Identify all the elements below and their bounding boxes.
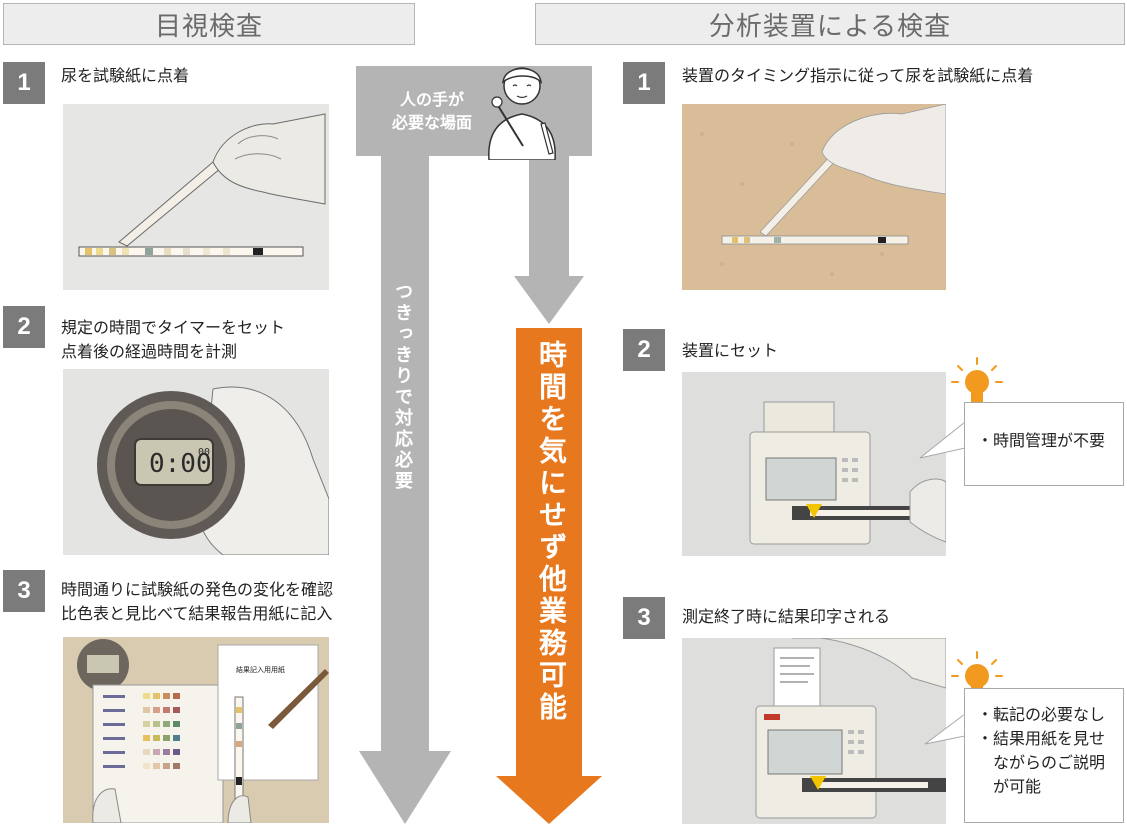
left-step-3-text: 時間通りに試験紙の発色の変化を確認 比色表と見比べて結果報告用紙に記入	[61, 578, 333, 626]
left-step-3-line-2: 比色表と見比べて結果報告用紙に記入	[61, 604, 333, 623]
report-form-title: 結果記入用用紙	[236, 666, 285, 674]
strip-on-sand-illustration	[682, 104, 946, 290]
left-step-2-line-2: 点着後の経過時間を計測	[61, 342, 238, 361]
left-photo-color-chart: 結果記入用用紙	[63, 637, 329, 823]
gray-arrow-text: つきっきりで対応必要	[392, 282, 413, 492]
left-step-3-line-1: 時間通りに試験紙の発色の変化を確認	[61, 580, 334, 599]
human-needed-line-2: 必要な場面	[391, 113, 472, 132]
right-header: 分析装置による検査	[535, 3, 1125, 45]
color-chart-illustration	[77, 639, 329, 823]
human-needed-line-1: 人の手が	[399, 90, 464, 109]
left-step-2-number: 2	[3, 306, 45, 348]
right-photo-analyzer-set	[682, 372, 946, 556]
left-step-1-line-1: 尿を試験紙に点着	[61, 66, 190, 85]
callout-3-line-3: ながらのご説明	[977, 753, 1106, 772]
left-photo-strip-dropping	[63, 104, 329, 290]
callout-time-management: ・時間管理が不要	[964, 402, 1124, 486]
orange-arrow-text: 時間を気にせず他業務可能	[535, 340, 568, 724]
right-step-2-line-1: 装置にセット	[682, 341, 779, 360]
right-photo-strip-dropping	[682, 104, 946, 290]
left-step-1-number: 1	[3, 62, 45, 104]
callout-no-transcription: ・転記の必要なし ・結果用紙を見せ ながらのご説明 が可能	[964, 688, 1124, 823]
callout-3-line-1: ・転記の必要なし	[977, 705, 1106, 724]
left-step-2-text: 規定の時間でタイマーをセット 点着後の経過時間を計測	[61, 316, 285, 364]
stopwatch-illustration	[97, 386, 329, 555]
analyzer-print-illustration	[682, 638, 946, 824]
right-step-3-text: 測定終了時に結果印字される	[682, 605, 890, 629]
right-step-3-line-1: 測定終了時に結果印字される	[682, 607, 891, 626]
right-step-1-text: 装置のタイミング指示に従って尿を試験紙に点着	[682, 64, 1033, 88]
right-photo-analyzer-print	[682, 638, 946, 824]
left-photo-stopwatch: 0:00 00	[63, 369, 329, 555]
callout-3-line-4: が可能	[977, 777, 1042, 796]
callout-2-line-1: ・時間管理が不要	[977, 431, 1106, 450]
right-step-1-line-1: 装置のタイミング指示に従って尿を試験紙に点着	[682, 66, 1034, 85]
left-step-2-line-1: 規定の時間でタイマーをセット	[61, 318, 286, 337]
timer-display: 0:00	[149, 449, 212, 479]
analyzer-illustration	[682, 372, 946, 556]
orange-arrow-shaft	[516, 328, 582, 778]
gray-arrow-head	[359, 751, 451, 824]
right-step-3-number: 3	[623, 597, 665, 639]
timer-small-digits: 00	[198, 447, 211, 458]
left-step-1-text: 尿を試験紙に点着	[61, 64, 189, 88]
short-gray-arrow-head	[514, 276, 584, 324]
right-step-1-number: 1	[623, 62, 665, 104]
left-step-3-number: 3	[3, 570, 45, 612]
right-step-2-number: 2	[623, 329, 665, 371]
callout-3-line-2: ・結果用紙を見せ	[977, 729, 1106, 748]
gray-arrow-shaft	[381, 156, 429, 751]
orange-arrow-head	[496, 776, 602, 824]
right-step-2-text: 装置にセット	[682, 339, 778, 363]
nurse-icon	[488, 67, 556, 160]
left-header: 目視検査	[3, 3, 415, 45]
short-gray-arrow-shaft	[529, 156, 569, 276]
human-needed-label: 人の手が 必要な場面	[372, 88, 492, 134]
strip-dropping-illustration	[78, 113, 326, 257]
